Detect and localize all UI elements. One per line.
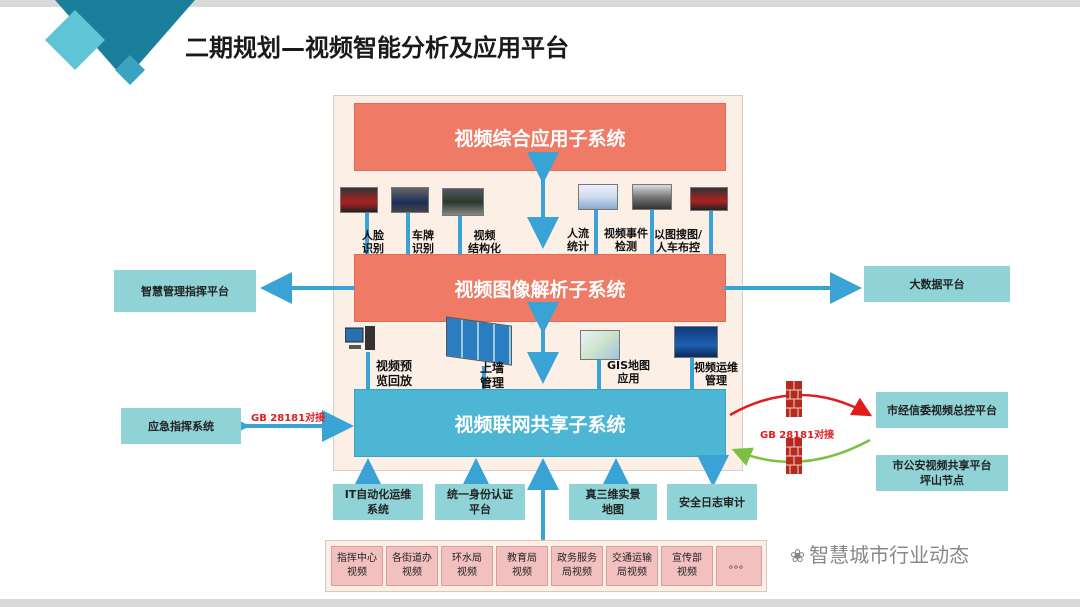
source-transport: 交通运输局视频 <box>606 546 658 586</box>
emergency-command-box: 应急指挥系统 <box>121 408 241 444</box>
source-more: 。。。 <box>716 546 762 586</box>
firewall-icon <box>786 381 802 417</box>
ops-management-label: 视频运维管理 <box>694 361 738 387</box>
econ-video-platform-box: 市经信委视频总控平台 <box>876 392 1008 428</box>
flow-stats-thumbnail <box>578 184 618 210</box>
source-command-center: 指挥中心视频 <box>331 546 383 586</box>
identity-auth-platform-box: 统一身份认证平台 <box>435 484 525 520</box>
source-publicity: 宣传部视频 <box>661 546 713 586</box>
corner-logo-icon <box>45 0 195 85</box>
source-government-services: 政务服务局视频 <box>551 546 603 586</box>
image-search-label: 以图搜图/人车布控 <box>654 228 703 254</box>
security-audit-box: 安全日志审计 <box>667 484 757 520</box>
it-ops-system-box: IT自动化运维系统 <box>333 484 423 520</box>
smart-command-platform-box: 智慧管理指挥平台 <box>114 270 256 312</box>
face-recognition-thumbnail <box>340 187 378 213</box>
gb28181-right-label: GB 28181对接 <box>760 430 835 441</box>
plate-recognition-thumbnail <box>391 187 429 213</box>
computer-icon <box>345 326 375 350</box>
source-education: 教育局视频 <box>496 546 548 586</box>
plate-recognition-label: 车牌识别 <box>412 229 434 255</box>
bottom-bar <box>0 599 1080 607</box>
event-detection-label: 视频事件检测 <box>604 227 648 253</box>
gb28181-left-label: GB 28181对接 <box>251 413 326 424</box>
police-video-platform-box: 市公安视频共享平台坪山节点 <box>876 455 1008 491</box>
structuring-label: 视频结构化 <box>468 229 501 255</box>
wechat-icon: ❀ <box>790 546 806 567</box>
network-subsystem-box: 视频联网共享子系统 <box>354 389 726 457</box>
page-title: 二期规划—视频智能分析及应用平台 <box>185 34 569 62</box>
watermark-text: ❀智慧城市行业动态 <box>790 543 970 567</box>
top-bar <box>0 0 1080 7</box>
video-preview-label: 视频预览回放 <box>376 359 413 388</box>
bigdata-platform-box: 大数据平台 <box>864 266 1010 302</box>
wall-management-label: 上墙管理 <box>480 361 505 390</box>
structuring-thumbnail <box>442 188 484 216</box>
gis-application-label: GIS地图应用 <box>607 359 651 385</box>
flow-stats-label: 人流统计 <box>567 227 589 253</box>
source-street-offices: 各街道办视频 <box>386 546 438 586</box>
gis-map-thumbnail <box>580 330 620 360</box>
source-environment-water: 环水局视频 <box>441 546 493 586</box>
face-recognition-label: 人脸识别 <box>362 229 384 255</box>
3d-map-box: 真三维实景地图 <box>569 484 657 520</box>
app-subsystem-box: 视频综合应用子系统 <box>354 103 726 171</box>
event-detection-thumbnail <box>632 184 672 210</box>
image-search-thumbnail <box>690 187 728 211</box>
ops-dashboard-thumbnail <box>674 326 718 358</box>
firewall-icon <box>786 438 802 474</box>
